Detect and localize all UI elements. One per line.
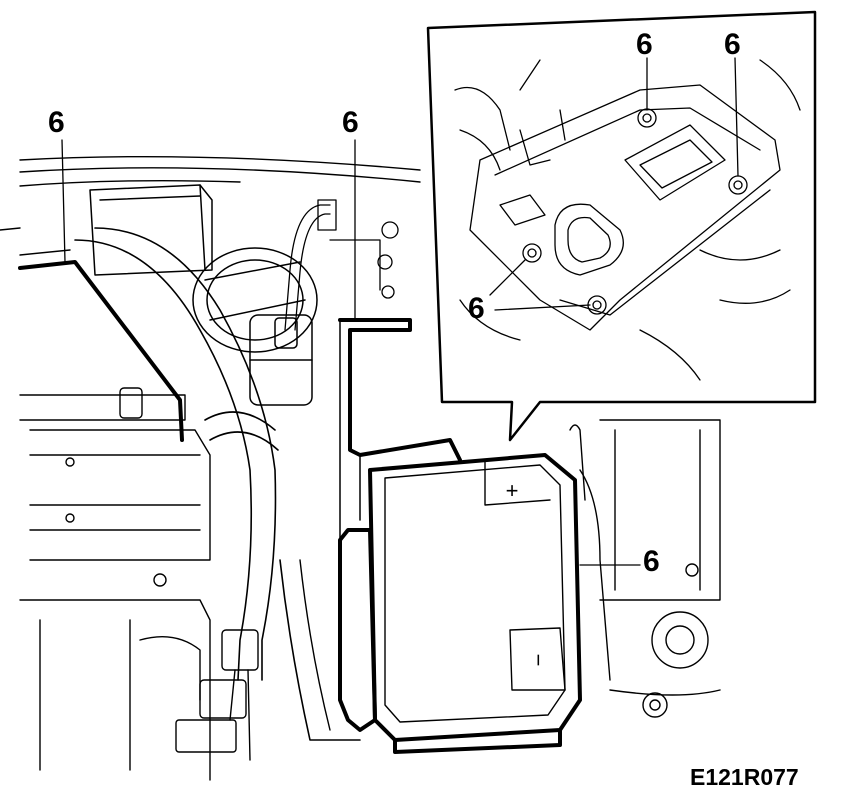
battery xyxy=(338,453,582,754)
lower-rail xyxy=(279,559,361,741)
battery-negative-mark: − xyxy=(526,654,551,667)
brake-pipes xyxy=(284,199,399,331)
hood-contours xyxy=(0,155,421,231)
figure-id: E121R077 xyxy=(690,764,799,790)
battery-positive-mark: + xyxy=(506,478,519,503)
battery-tray xyxy=(338,318,462,462)
callout-label-inset-top-right: 6 xyxy=(724,28,741,61)
brake-booster xyxy=(192,247,318,353)
callout-label-inset-top-left: 6 xyxy=(636,28,653,61)
radiator-hose xyxy=(74,227,279,681)
callout-label-battery: 6 xyxy=(643,545,660,578)
wiring-connectors xyxy=(175,629,259,761)
expansion-tank xyxy=(89,184,213,276)
detail-inset xyxy=(426,10,817,442)
callout-label-inset-bottom: 6 xyxy=(468,292,485,325)
leader-lines xyxy=(61,139,641,566)
left-frame-rail xyxy=(18,260,184,442)
brake-reservoir xyxy=(249,314,313,406)
right-structure xyxy=(569,419,721,718)
callout-label-left: 6 xyxy=(48,106,65,139)
engine-block xyxy=(19,387,211,781)
callout-label-center: 6 xyxy=(342,106,359,139)
